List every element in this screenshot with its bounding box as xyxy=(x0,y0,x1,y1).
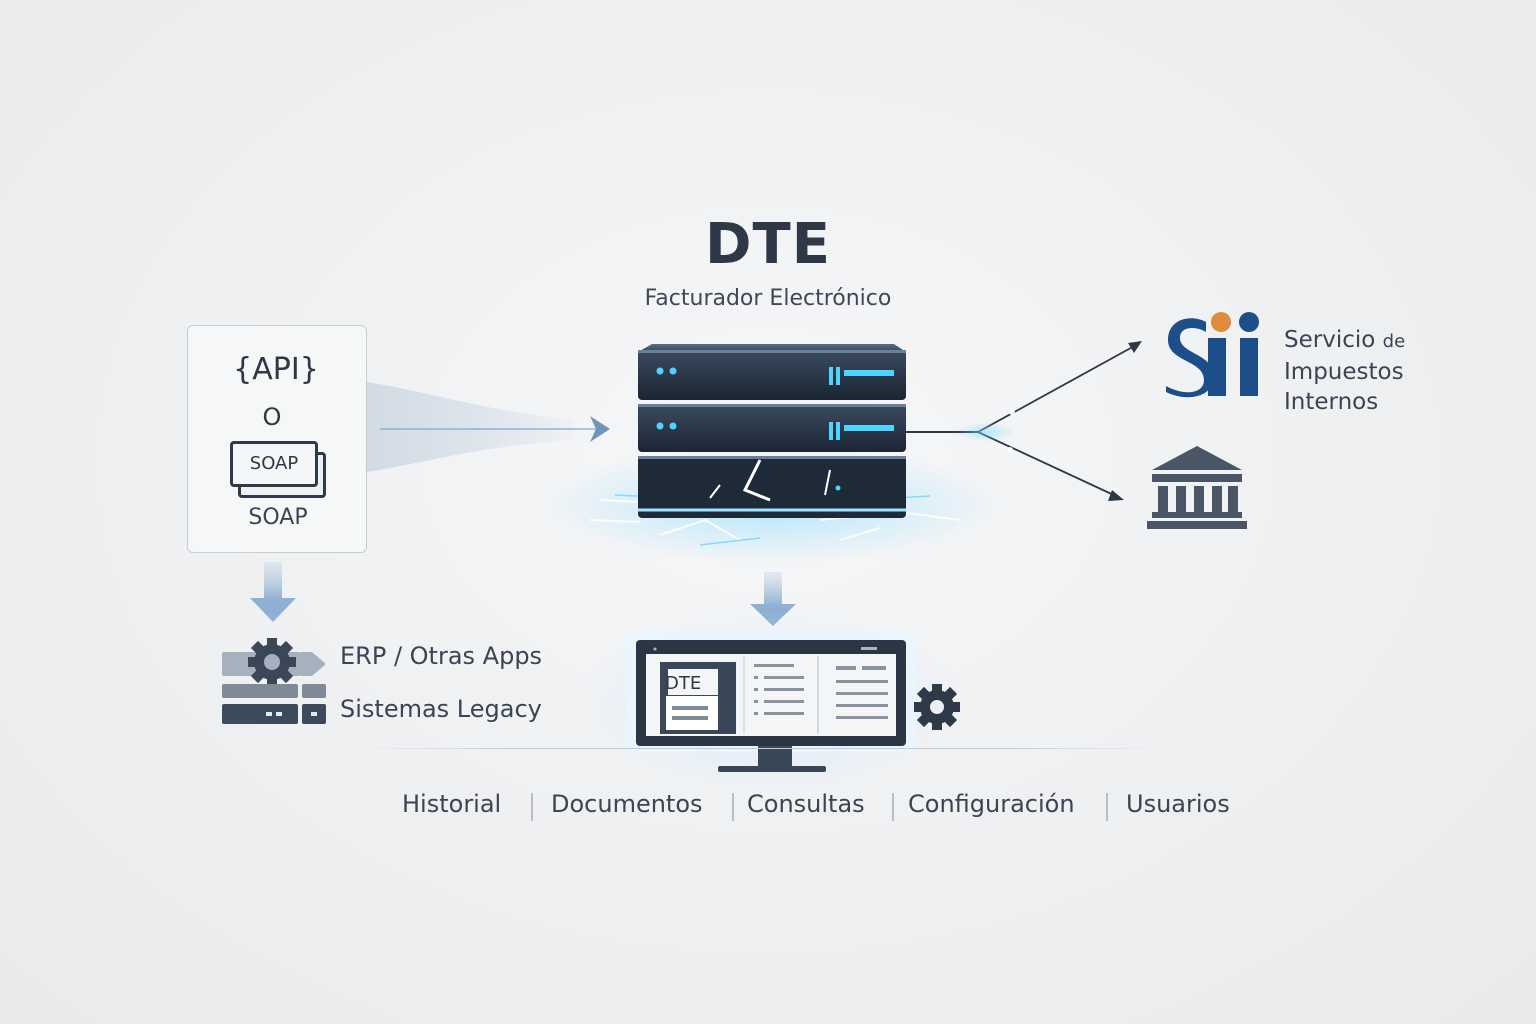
sii-name-line2: Impuestos xyxy=(1284,359,1404,385)
api-to-server-arrow xyxy=(367,382,610,472)
nav-separator xyxy=(732,793,734,821)
or-label: O xyxy=(262,403,282,431)
settings-gear-icon xyxy=(914,684,960,730)
dte-server-icon xyxy=(638,344,906,518)
dashboard-monitor xyxy=(580,610,960,790)
legacy-systems-label: Sistemas Legacy xyxy=(340,695,542,723)
sii-name-line3: Internos xyxy=(1284,389,1379,415)
soap-caption: SOAP xyxy=(248,505,308,530)
legacy-server-icon xyxy=(222,684,326,724)
api-soap-box xyxy=(187,325,367,553)
erp-gear-icon xyxy=(222,638,326,686)
api-down-arrow xyxy=(250,562,296,622)
nav-item-historial[interactable]: Historial xyxy=(402,790,502,818)
divider-line xyxy=(355,748,1165,749)
erp-apps-label: ERP / Otras Apps xyxy=(340,642,543,670)
nav-separator xyxy=(892,793,894,821)
server-to-destinations-arrows xyxy=(906,341,1142,501)
sii-name-line1: Servicio xyxy=(1284,327,1376,353)
soap-badge: SOAP xyxy=(230,441,318,487)
nav-item-usuarios[interactable]: Usuarios xyxy=(1126,790,1230,818)
api-label: {API} xyxy=(233,352,319,387)
diagram-subtitle: Facturador Electrónico xyxy=(644,286,892,311)
sii-name: Servicio de Impuestos Internos xyxy=(1284,325,1405,417)
sii-logo xyxy=(1166,312,1259,398)
bank-icon xyxy=(1147,446,1247,529)
dashboard-doc-label: DTE xyxy=(665,673,701,694)
nav-item-configuracion[interactable]: Configuración xyxy=(908,790,1075,818)
nav-separator xyxy=(1106,793,1108,821)
sii-name-line1-small: de xyxy=(1382,331,1406,352)
nav-item-consultas[interactable]: Consultas xyxy=(747,790,865,818)
nav-separator xyxy=(531,793,533,821)
diagram-title: DTE xyxy=(705,212,831,277)
bottom-nav: Historial Documentos Consultas Configura… xyxy=(390,790,1260,830)
nav-item-documentos[interactable]: Documentos xyxy=(551,790,703,818)
